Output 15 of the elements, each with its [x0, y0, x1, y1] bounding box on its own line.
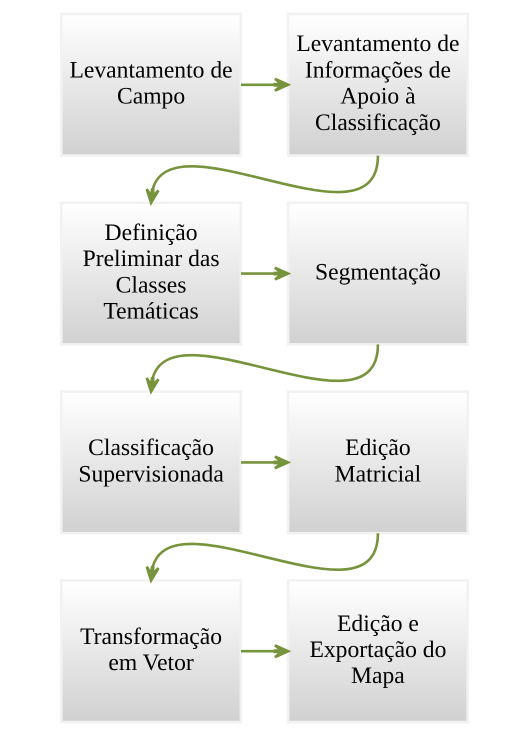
- node-box: Definição Preliminar das Classes Temáticas: [60, 201, 242, 346]
- arrow: [145, 532, 380, 582]
- arrow: [241, 644, 290, 658]
- node-box: Transformação em Vetor: [60, 579, 242, 724]
- arrow: [145, 155, 380, 204]
- arrow: [241, 455, 290, 470]
- node-box: Levantamento de Campo: [60, 12, 242, 157]
- arrow: [145, 344, 380, 393]
- node-box: Edição e Exportação do Mapa: [286, 579, 470, 724]
- node-box: Segmentação: [286, 201, 470, 346]
- node-box: Edição Matricial: [286, 390, 470, 535]
- arrow: [241, 266, 290, 281]
- arrow: [241, 78, 290, 92]
- node-box: Classificação Supervisionada: [60, 390, 242, 535]
- node-box: Levantamento de Informações de Apoio à Classificação: [286, 12, 470, 157]
